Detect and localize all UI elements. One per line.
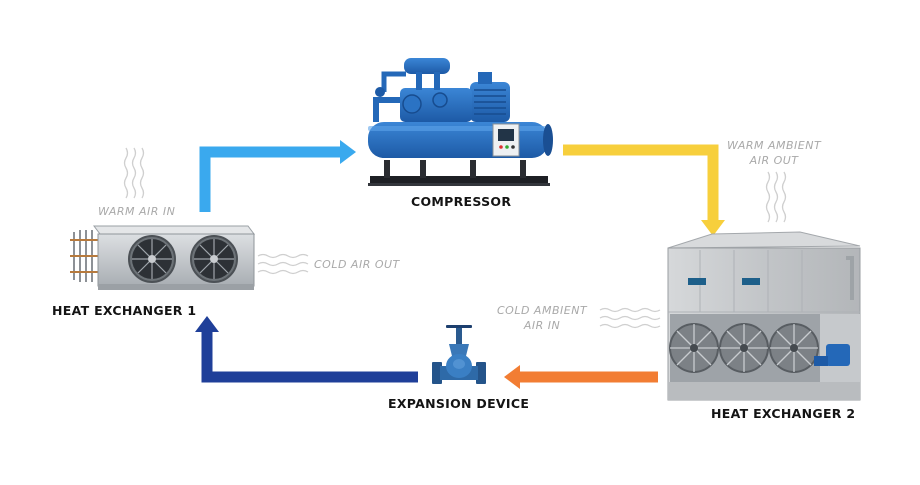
- heat-wave-icon: [765, 171, 787, 223]
- heat-exchanger-1-label: HEAT EXCHANGER 1: [52, 303, 197, 318]
- flow-arrow-compressor-to-he2: [563, 144, 725, 236]
- flow-arrow-he2-to-expansion: [504, 365, 658, 389]
- cold-ambient-air-in-annotation: COLD AMBIENT AIR IN: [497, 304, 588, 332]
- expansion-valve-icon: [432, 325, 486, 384]
- heat-exchanger-2-label: HEAT EXCHANGER 2: [711, 406, 856, 421]
- compressor-unit-icon: [368, 58, 553, 186]
- flow-arrow-he1-to-compressor: [199, 140, 356, 212]
- heat-wave-icon: [123, 147, 145, 199]
- cold-air-out-annotation: COLD AIR OUT: [314, 258, 400, 271]
- cooling-tower-icon: [667, 231, 861, 401]
- warm-ambient-air-out-annotation: WARM AMBIENT AIR OUT: [727, 139, 822, 167]
- warm-air-in-annotation: WARM AIR IN: [98, 205, 176, 218]
- expansion-device-label: EXPANSION DEVICE: [388, 396, 530, 411]
- compressor-label: COMPRESSOR: [411, 194, 512, 209]
- flow-arrow-expansion-to-he1: [195, 316, 418, 383]
- evaporator-fan-unit-icon: [70, 225, 255, 290]
- heat-wave-icon: [257, 253, 309, 275]
- heat-wave-icon: [599, 307, 661, 329]
